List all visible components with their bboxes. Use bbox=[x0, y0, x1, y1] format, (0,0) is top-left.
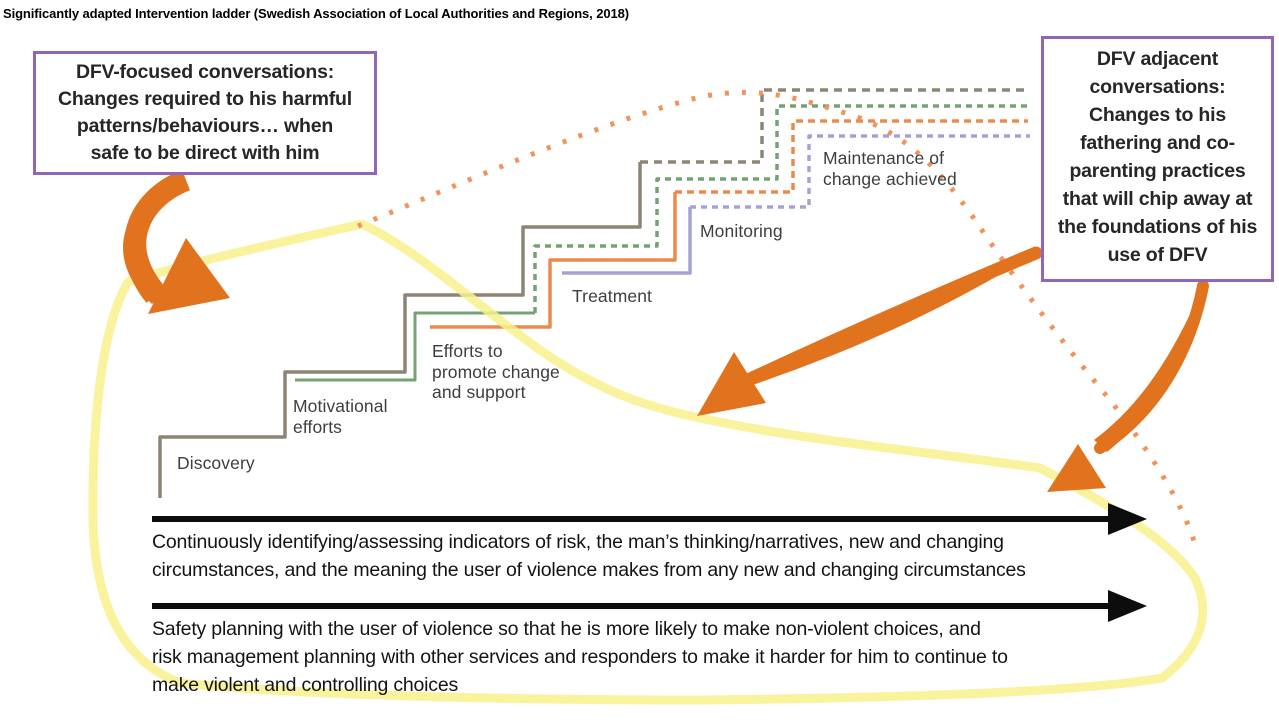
stair-line-green-dashed bbox=[533, 104, 1028, 313]
stair-line-gray-dashed bbox=[640, 88, 1028, 164]
callout-dfv-adjacent: DFV adjacent conversations: Changes to h… bbox=[1041, 36, 1274, 282]
swoosh-arrow-middle bbox=[697, 246, 1043, 416]
stair-line-gray-solid bbox=[158, 162, 642, 498]
step-label-monitoring: Monitoring bbox=[700, 221, 783, 241]
stair-line-purple-dashed bbox=[690, 134, 1030, 209]
step-label-discovery: Discovery bbox=[177, 453, 255, 473]
timeline-arrow-2 bbox=[152, 590, 1147, 622]
curved-arrow-left bbox=[123, 169, 230, 314]
stair-line-purple-solid bbox=[562, 207, 692, 275]
step-label-treatment: Treatment bbox=[572, 286, 653, 306]
timeline-text-assessment: Continuously identifying/assessing indic… bbox=[152, 531, 1026, 581]
step-label-efforts-promote-change: Efforts to promote change and support bbox=[432, 341, 560, 403]
slide-title: Significantly adapted Intervention ladde… bbox=[3, 6, 629, 21]
timeline-text-safety-planning: Safety planning with the user of violenc… bbox=[152, 618, 1008, 696]
step-label-maintenance: Maintenance of change achieved bbox=[823, 148, 957, 189]
freehand-highlight-loop bbox=[88, 219, 1208, 705]
stair-line-green-solid bbox=[295, 311, 535, 382]
dotted-arc bbox=[357, 89, 1199, 549]
stair-line-orange-dashed bbox=[675, 119, 1028, 194]
timeline-arrow-1 bbox=[152, 503, 1147, 535]
swoosh-arrow-right bbox=[1047, 280, 1209, 492]
callout-dfv-focused: DFV-focused conversations: Changes requi… bbox=[33, 51, 377, 175]
step-label-motivational-efforts: Motivational efforts bbox=[293, 396, 388, 437]
